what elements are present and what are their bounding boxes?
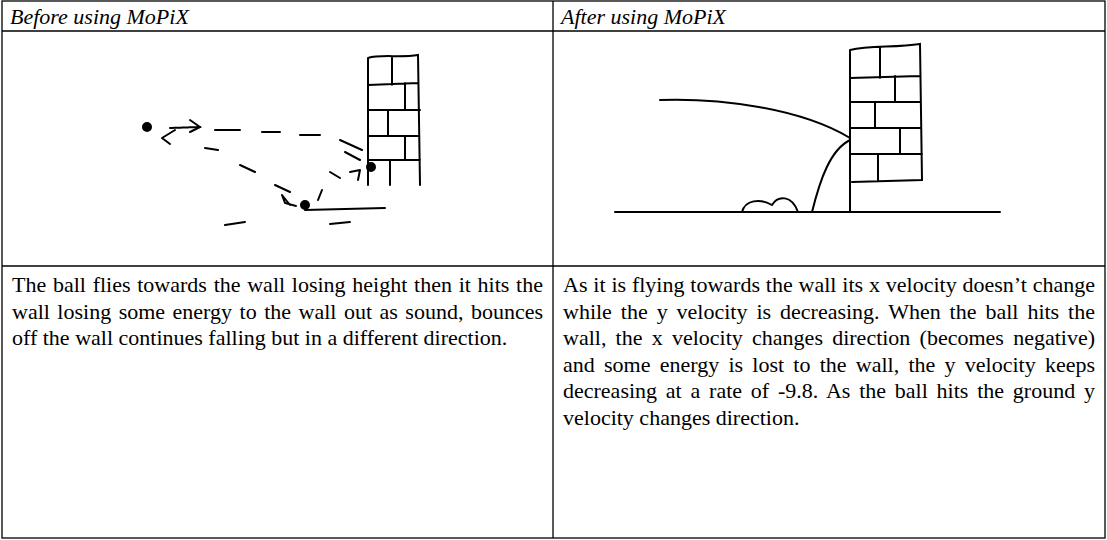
table-cell: As it is flying towards the wall its x v… <box>553 268 1105 435</box>
table-header: After using MoPiX <box>553 2 1105 32</box>
after-sketch <box>615 44 1000 212</box>
before-sketch <box>143 55 420 225</box>
table-cell: The ball flies towards the wall losing h… <box>2 268 553 356</box>
table-header: Before using MoPiX <box>2 2 553 32</box>
